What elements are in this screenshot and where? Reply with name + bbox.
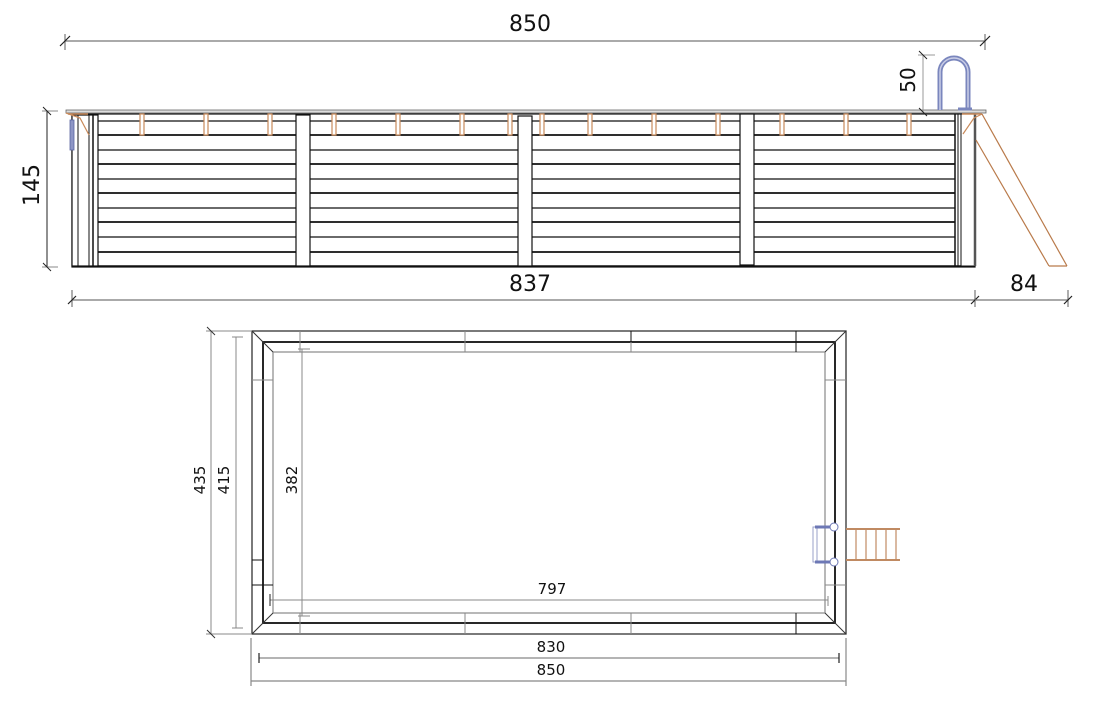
dimension-ladder-projection: [975, 290, 1073, 307]
wall-posts: [295, 113, 755, 267]
dimension-outer-length: [250, 638, 847, 686]
dim-label-ladder-projection: 84: [1010, 272, 1038, 297]
dimension-outer-height: [206, 326, 252, 639]
inner-frame: [272, 351, 826, 614]
dimension-inner-length: [269, 594, 829, 606]
dimension-inner-height: [298, 348, 310, 617]
external-ladder: [975, 113, 1068, 267]
dim-label-outer-height: 435: [191, 466, 209, 495]
plan-view: 435 415 382 797 830: [191, 326, 900, 686]
dim-label-inner-length: 797: [538, 580, 567, 598]
middle-frame: [262, 341, 836, 624]
handrail-icon: [937, 55, 972, 111]
right-end-detail: [954, 113, 983, 267]
dimension-middle-height: [232, 336, 243, 629]
segment-joints: [252, 331, 846, 634]
external-ladder-plan: [846, 528, 900, 561]
dimension-wall-length: [67, 290, 980, 307]
corner-miters: [251, 330, 847, 635]
dim-label-inner-height: 382: [283, 466, 301, 495]
dim-label-handrail-height: 50: [896, 67, 920, 92]
dim-label-wall-length: 837: [509, 272, 551, 297]
dim-label-overall-width: 850: [509, 12, 551, 37]
coping-rail: [65, 109, 987, 114]
coping-brackets: [139, 113, 912, 136]
internal-handrail-icon: [812, 522, 839, 567]
left-end-detail: [65, 112, 99, 267]
dim-label-middle-length: 830: [537, 638, 566, 656]
dimension-handrail-height: [918, 50, 935, 117]
handrail-side-icon: [69, 119, 75, 151]
dim-label-height: 145: [20, 164, 45, 206]
dimension-height: [42, 106, 58, 272]
dim-label-middle-height: 415: [215, 466, 233, 495]
dimension-overall-width: [59, 34, 991, 50]
elevation-view: 850 145: [20, 12, 1073, 307]
dimension-middle-length: [258, 653, 840, 663]
dim-label-outer-length: 850: [537, 661, 566, 679]
